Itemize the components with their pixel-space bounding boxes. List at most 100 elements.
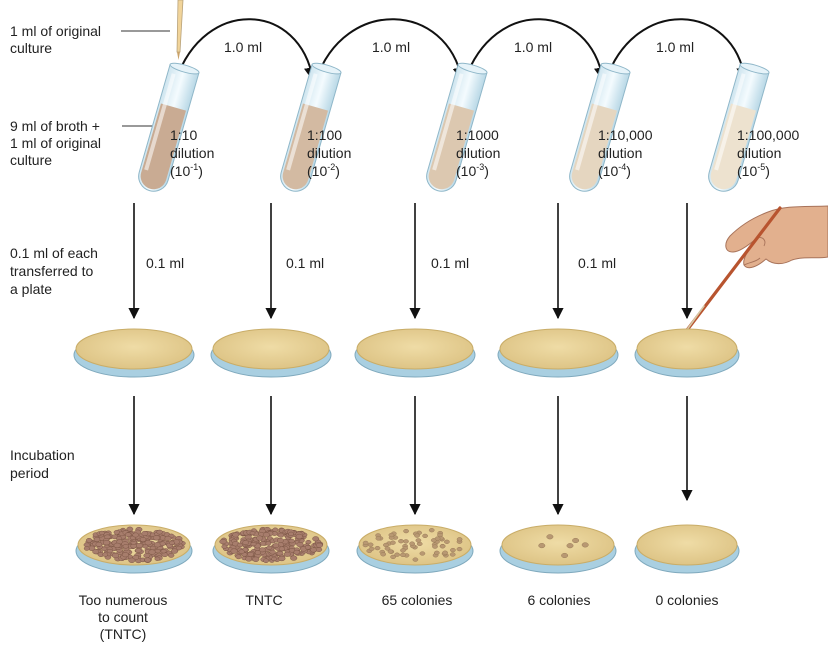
- petri-dish-1: [74, 329, 194, 377]
- incubated-dish-2: [213, 525, 329, 573]
- colony: [150, 546, 155, 550]
- plate-volume-label: 0.1 ml: [431, 255, 469, 271]
- colony: [142, 531, 148, 536]
- hand-with-pipette-icon: [681, 206, 828, 338]
- incubated-dish-3: [357, 525, 473, 573]
- label-original-culture: 1 ml of original culture: [10, 23, 101, 56]
- colony: [539, 543, 545, 548]
- colony: [263, 532, 270, 537]
- colony: [398, 539, 403, 543]
- colony: [417, 542, 422, 546]
- colony: [135, 548, 141, 552]
- dilution-ratio: 1:1000: [456, 127, 499, 143]
- colony: [289, 532, 294, 536]
- dilution-label-2: 1:100 dilution (10-2): [307, 127, 351, 179]
- colony: [561, 553, 567, 558]
- colony: [129, 558, 136, 563]
- colony: [122, 552, 128, 557]
- pipette-icon: [177, 0, 183, 60]
- colony: [267, 546, 272, 550]
- dilution-exponent: (10-2): [307, 162, 340, 179]
- colony: [266, 542, 271, 546]
- colony: [125, 533, 131, 537]
- colony: [403, 540, 408, 544]
- colony: [290, 556, 297, 561]
- dilution-exponent: (10-4): [598, 162, 631, 179]
- label-line: a plate: [10, 281, 52, 297]
- result-caption-4: 6 colonies: [527, 592, 590, 608]
- dilution-exponent: (10-3): [456, 162, 489, 179]
- colony: [444, 540, 449, 544]
- colony: [96, 542, 102, 546]
- colony: [263, 559, 268, 563]
- result-line: to count: [98, 609, 148, 625]
- colony: [457, 537, 462, 541]
- colony: [155, 549, 160, 553]
- colony: [363, 541, 368, 545]
- dilution-exponent: (10-1): [170, 162, 203, 179]
- colony: [243, 540, 249, 544]
- colony: [297, 542, 304, 547]
- colony: [236, 555, 242, 559]
- colony: [233, 533, 239, 538]
- colony: [572, 538, 578, 543]
- dilution-word: dilution: [170, 145, 214, 161]
- transfer-volume-label: 1.0 ml: [372, 39, 410, 55]
- label-line: Incubation: [10, 447, 75, 463]
- petri-dish-3: [355, 329, 475, 377]
- colony: [251, 542, 256, 546]
- colony: [153, 535, 160, 540]
- colony: [415, 534, 420, 538]
- petri-dish-4: [498, 329, 618, 377]
- plate-volume-label: 0.1 ml: [578, 255, 616, 271]
- colony: [547, 535, 553, 540]
- label-line: culture: [10, 152, 52, 168]
- colony: [457, 547, 462, 551]
- label-line: 9 ml of broth +: [10, 118, 100, 134]
- colony: [260, 541, 266, 545]
- colony: [376, 537, 381, 541]
- colony: [222, 545, 227, 549]
- colony: [93, 549, 99, 554]
- colony: [136, 543, 142, 548]
- colony: [306, 540, 311, 544]
- dilution-ratio: 1:100: [307, 127, 342, 143]
- colony: [435, 537, 440, 541]
- label-line: 0.1 ml of each: [10, 245, 98, 261]
- dilution-word: dilution: [737, 145, 781, 161]
- colony: [231, 549, 238, 554]
- label-line: transferred to: [10, 263, 93, 279]
- colony: [103, 553, 108, 557]
- colony: [432, 545, 437, 549]
- colony: [420, 552, 425, 556]
- dilution-word: dilution: [598, 145, 642, 161]
- colony: [450, 548, 455, 552]
- dilution-label-4: 1:10,000 dilution (10-4): [598, 127, 653, 179]
- colony: [256, 536, 263, 541]
- colony: [102, 547, 107, 551]
- colony: [289, 539, 295, 543]
- dilution-word: dilution: [456, 145, 500, 161]
- result-line: Too numerous: [79, 592, 168, 608]
- colony: [168, 553, 174, 557]
- colony: [169, 541, 174, 545]
- colony: [155, 557, 160, 561]
- colony: [259, 548, 265, 552]
- colony: [250, 531, 255, 535]
- colony: [112, 553, 119, 558]
- colony: [388, 550, 393, 554]
- result-line: (TNTC): [100, 626, 147, 642]
- colony: [567, 543, 573, 548]
- colony: [84, 547, 89, 551]
- colony: [429, 528, 434, 532]
- result-caption-5: 0 colonies: [655, 592, 718, 608]
- dilution-ratio: 1:10: [170, 127, 197, 143]
- label-line: 1 ml of original: [10, 23, 101, 39]
- label-broth-mix: 9 ml of broth + 1 ml of original culture: [10, 118, 101, 168]
- colony: [157, 530, 163, 534]
- colony: [443, 551, 448, 555]
- colony: [253, 557, 260, 562]
- colony: [160, 542, 166, 546]
- colony: [582, 543, 588, 548]
- colony: [413, 558, 418, 562]
